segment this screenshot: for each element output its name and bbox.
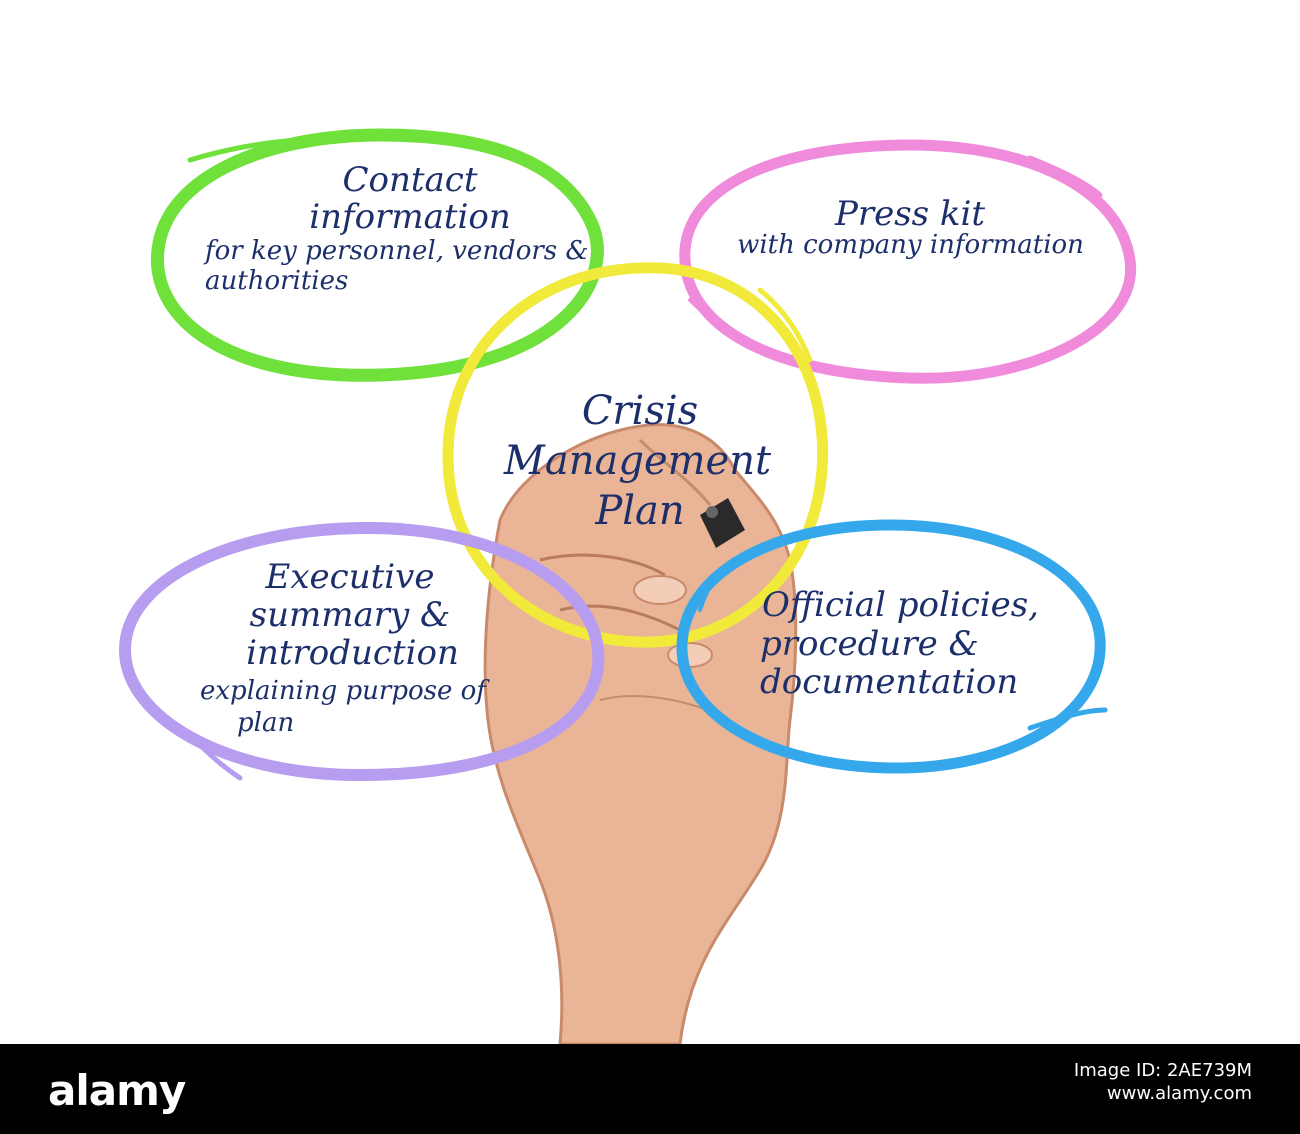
center-title-line1: Crisis <box>581 388 699 434</box>
executive-subtitle-line1: explaining purpose of <box>200 676 486 706</box>
site-url-text: www.alamy.com <box>1106 1082 1252 1104</box>
executive-subtitle-line2: plan <box>237 708 295 738</box>
press-subtitle: with company information <box>737 230 1084 260</box>
center-title-line2: Management <box>503 438 772 484</box>
contact-subtitle-line2: authorities <box>205 266 349 296</box>
center-title-line3: Plan <box>595 488 685 534</box>
contact-title-line2: information <box>309 197 511 237</box>
policies-line1: Official policies, <box>762 585 1039 625</box>
contact-title-line1: Contact <box>342 160 478 200</box>
center-circle <box>442 262 829 648</box>
marker-pen <box>700 498 745 548</box>
diagram-drawing <box>118 128 1137 1044</box>
stock-footer: alamy Image ID: 2AE739M www.alamy.com <box>0 1044 1300 1134</box>
policies-line2: procedure & <box>760 624 979 664</box>
contact-subtitle-line1: for key personnel, vendors & <box>205 236 589 266</box>
policies-line3: documentation <box>760 662 1019 702</box>
press-ellipse <box>679 139 1137 384</box>
executive-title-line3: introduction <box>246 633 459 673</box>
policies-ellipse <box>676 519 1108 774</box>
press-title: Press kit <box>834 194 986 234</box>
image-id-text: Image ID: 2AE739M <box>1073 1060 1252 1081</box>
executive-title-line2: summary & <box>249 595 451 635</box>
executive-ellipse <box>118 521 605 782</box>
contact-ellipse <box>150 128 604 382</box>
executive-title-line1: Executive <box>265 557 435 597</box>
footer-info: Image ID: 2AE739M www.alamy.com <box>1074 1060 1252 1105</box>
alamy-logo: alamy <box>48 1066 186 1115</box>
